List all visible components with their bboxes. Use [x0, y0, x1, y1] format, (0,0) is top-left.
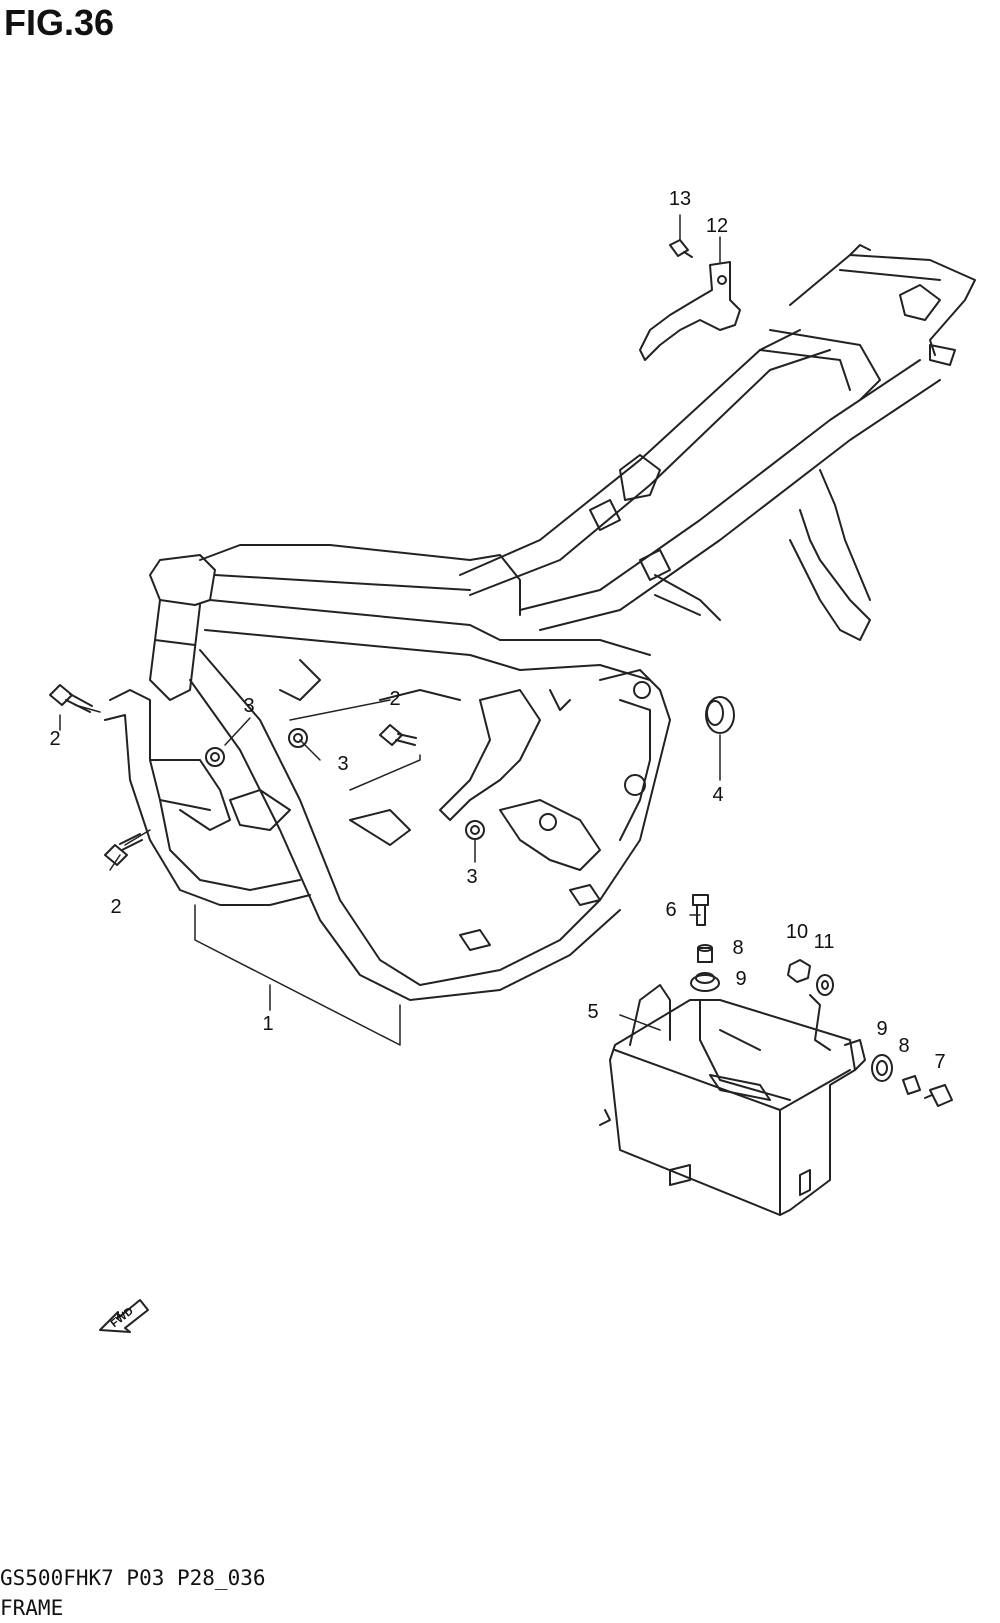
- callout-9b: 9: [876, 1018, 887, 1040]
- callout-1: 1: [262, 1013, 273, 1035]
- callout-7: 7: [934, 1051, 945, 1073]
- callout-11: 11: [814, 931, 835, 953]
- callout-2a: 2: [49, 728, 60, 750]
- rear-bracket-part: [639, 261, 741, 361]
- callout-12: 12: [706, 215, 728, 237]
- callout-9a: 9: [735, 968, 746, 990]
- leader-lines: [59, 214, 721, 1046]
- main-frame: [104, 244, 976, 1001]
- callout-8b: 8: [898, 1035, 909, 1057]
- callout-4: 4: [712, 784, 723, 806]
- callout-3a: 3: [243, 695, 254, 717]
- callout-3b: 3: [337, 753, 348, 775]
- diagram-name: FRAME: [0, 1596, 64, 1620]
- callout-2c: 2: [110, 896, 121, 918]
- battery-box: [599, 984, 866, 1216]
- callout-5: 5: [587, 1001, 598, 1023]
- callout-10: 10: [786, 921, 808, 943]
- callout-13: 13: [669, 188, 691, 210]
- figure-title: FIG.36: [4, 2, 115, 43]
- diagram-code: GS500FHK7 P03 P28_036: [0, 1566, 266, 1590]
- callout-6: 6: [665, 899, 676, 921]
- hardware: [49, 239, 953, 1107]
- callout-3c: 3: [466, 866, 477, 888]
- fwd-arrow-icon: [99, 1299, 149, 1333]
- callout-8a: 8: [732, 937, 743, 959]
- callout-2b: 2: [389, 688, 400, 710]
